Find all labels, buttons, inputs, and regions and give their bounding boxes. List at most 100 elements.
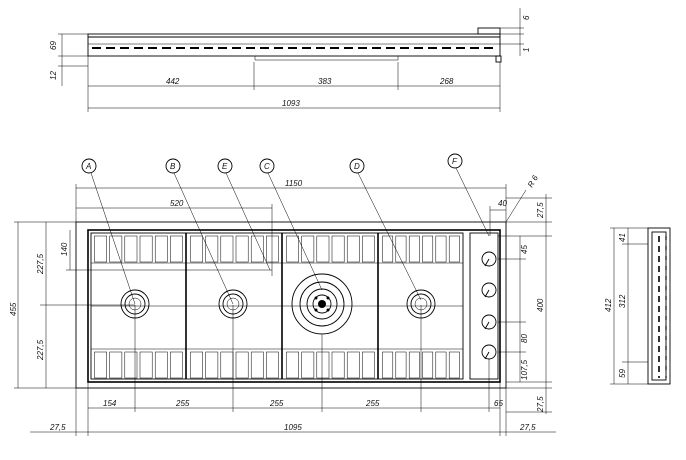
- grate-bar: [139, 351, 153, 379]
- dim-top-right-27: 27,5: [536, 202, 545, 219]
- grate-bar: [205, 351, 219, 379]
- dim-side-312: 312: [618, 294, 627, 308]
- side-body: [647, 227, 671, 385]
- grate-bar: [382, 351, 394, 379]
- grate-bar: [286, 235, 299, 263]
- grate-bar: [154, 351, 168, 379]
- dim-bottom-overall: 1095: [284, 423, 302, 432]
- dim-width-1150: 1150: [285, 179, 303, 188]
- callout-b: [165, 158, 181, 174]
- grate-bar: [346, 351, 360, 379]
- grate-bar: [170, 351, 183, 379]
- grate-bar: [205, 235, 219, 263]
- grate-bar: [448, 235, 460, 263]
- grate-bar: [220, 351, 234, 379]
- callout-label-c: C: [264, 162, 270, 171]
- grate-bar: [382, 235, 394, 263]
- grate-bar: [109, 235, 123, 263]
- dim-side-59: 59: [618, 369, 627, 378]
- knob-3: [481, 314, 497, 330]
- grate-bar: [286, 351, 299, 379]
- grate-bar: [435, 235, 447, 263]
- dim-right-80: 80: [520, 334, 529, 343]
- dim-bottom-1: 1: [522, 48, 531, 52]
- grate-bars: [94, 235, 460, 379]
- control-panel: [469, 232, 499, 380]
- callout-a: [81, 158, 97, 174]
- grate-bar: [395, 351, 407, 379]
- grate-bar: [190, 235, 203, 263]
- grate-bar: [124, 351, 138, 379]
- callout-label-d: D: [354, 162, 360, 171]
- foot-stub: [495, 55, 502, 63]
- callout-label-b: B: [170, 162, 176, 171]
- dim-right-40: 40: [498, 199, 507, 208]
- grate-bar: [346, 235, 360, 263]
- dim-segment-268: 268: [439, 77, 454, 86]
- dim-height-69: 69: [49, 41, 58, 50]
- callout-label-a: A: [85, 162, 91, 171]
- grate-bar: [109, 351, 123, 379]
- callout-c: [259, 158, 275, 174]
- grate-bar: [316, 235, 330, 263]
- grate-bar: [154, 235, 168, 263]
- knob-2: [481, 282, 497, 298]
- dim-bottom-right-27: 27,5: [536, 396, 545, 413]
- grate-bar: [190, 351, 203, 379]
- grate-bar: [139, 235, 153, 263]
- grate-bar: [250, 235, 264, 263]
- knob-4: [481, 344, 497, 360]
- grate-bar: [316, 351, 330, 379]
- dim-left-455: 455: [9, 302, 18, 316]
- dim-radius-r6: R 6: [526, 173, 540, 189]
- grate-bar: [331, 351, 345, 379]
- grate-bar: [266, 235, 279, 263]
- burner-c: [291, 273, 353, 335]
- grate-bar: [408, 351, 420, 379]
- dim-bottom-65: 65: [494, 399, 503, 408]
- grate-bar: [362, 235, 375, 263]
- dim-right-45: 45: [520, 245, 529, 254]
- callout-f: [447, 153, 463, 169]
- grate-bar: [331, 235, 345, 263]
- dim-side-412: 412: [604, 298, 613, 312]
- grate-bar: [266, 351, 279, 379]
- plan-view: A B E C D F 1150 520 40 R 6 27,5 455: [9, 153, 556, 436]
- hob-side-body: [87, 33, 501, 57]
- grate-bar: [422, 351, 434, 379]
- dim-bottom-255-3: 255: [365, 399, 380, 408]
- dim-left-lower: 227,5: [36, 339, 45, 361]
- grate-bar: [250, 351, 264, 379]
- dim-bottom-right-27b: 27,5: [519, 423, 536, 432]
- grate-bar: [301, 235, 315, 263]
- hob-outline: [75, 221, 507, 389]
- grate-bar: [170, 235, 183, 263]
- grate-bar: [435, 351, 447, 379]
- callout-label-e: E: [222, 162, 228, 171]
- grate-bar: [395, 235, 407, 263]
- dim-right-400: 400: [536, 298, 545, 312]
- grate-bar: [422, 235, 434, 263]
- dim-segment-383: 383: [318, 77, 332, 86]
- grate-bar: [235, 351, 249, 379]
- grate-bar: [124, 235, 138, 263]
- dim-bottom-255-2: 255: [269, 399, 284, 408]
- dim-segment-442: 442: [166, 77, 180, 86]
- grate-bar: [301, 351, 315, 379]
- grate-bar: [408, 235, 420, 263]
- callout-label-f: F: [452, 157, 458, 166]
- dim-top-6: 6: [522, 15, 531, 20]
- top-elevation-view: 69 12 6 1 442 383 268 1093: [49, 8, 531, 112]
- grate-bar: [448, 351, 460, 379]
- dim-overall-1093: 1093: [282, 99, 300, 108]
- dim-width-520: 520: [170, 199, 184, 208]
- knob-stub: [477, 27, 501, 35]
- dim-bottom-255-1: 255: [175, 399, 190, 408]
- dim-right-107: 107,5: [520, 359, 529, 380]
- dim-depth-12: 12: [49, 71, 58, 80]
- knob-1: [481, 251, 497, 267]
- dim-bottom-left-27: 27,5: [49, 423, 66, 432]
- hob-top-frame: [87, 229, 501, 383]
- dim-left-upper: 227,5: [36, 253, 45, 275]
